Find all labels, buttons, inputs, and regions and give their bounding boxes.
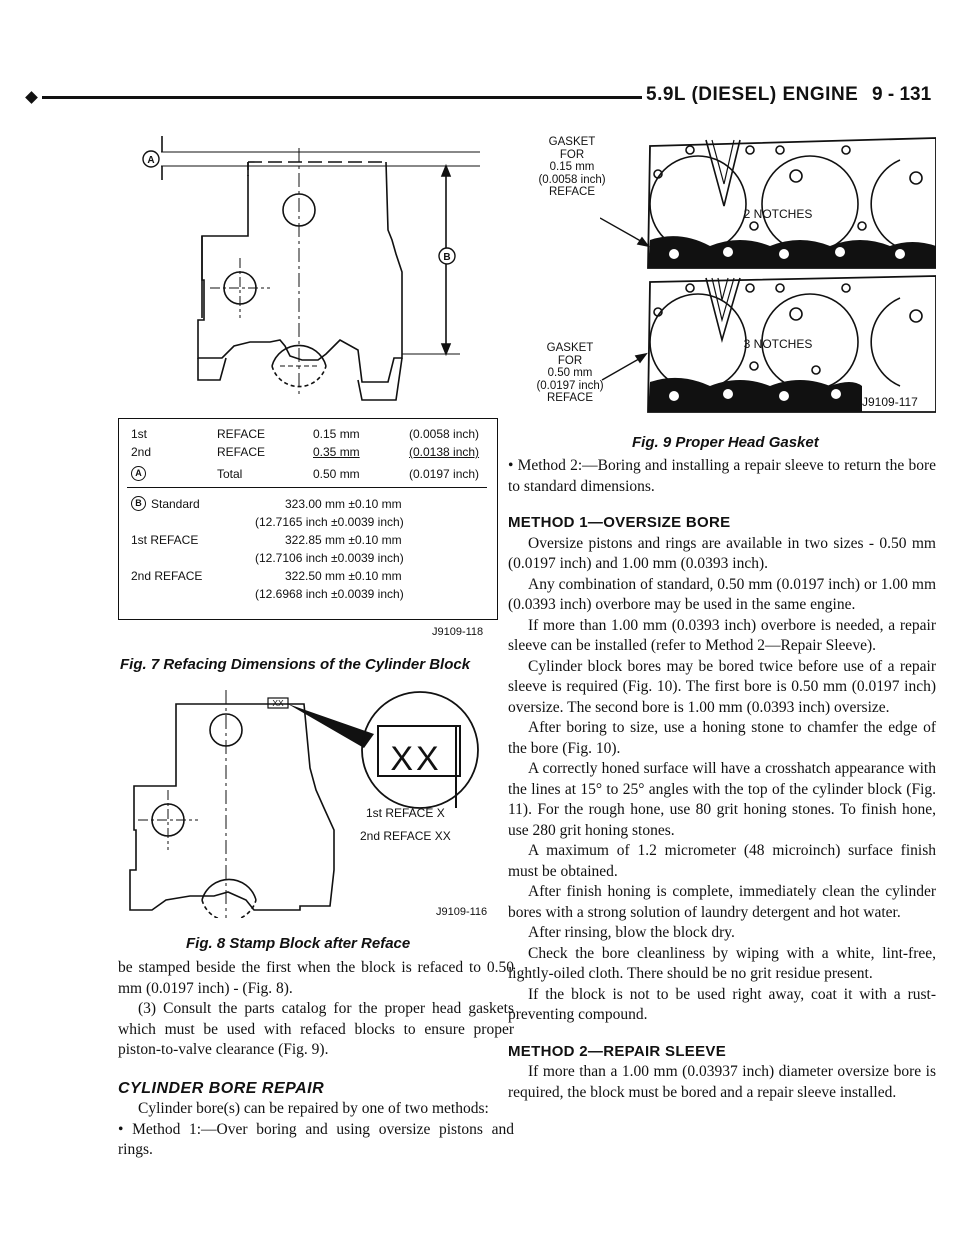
header-title: 5.9L (DIESEL) ENGINE [646, 84, 859, 105]
paragraph: Check the bore cleanliness by wiping wit… [508, 944, 936, 983]
label-line: GASKET [548, 136, 596, 148]
table-cell: 0.35 mm [313, 445, 360, 459]
table-cell: 2nd REFACE [131, 569, 203, 583]
fig8-label-2: 2nd REFACE XX [360, 829, 451, 843]
table-cell: REFACE [217, 445, 266, 459]
table-cell: 2nd [131, 445, 152, 459]
header-rule [42, 96, 642, 99]
fig8-caption: Fig. 8 Stamp Block after Reface [186, 935, 411, 952]
paragraph: be stamped beside the first when the blo… [118, 959, 514, 997]
fig7-caption: Fig. 7 Refacing Dimensions of the Cylind… [120, 656, 471, 673]
paragraph: After rinsing, blow the block dry. [528, 924, 735, 941]
table-cell-circle-a: A [131, 466, 146, 481]
label-line: REFACE [546, 392, 593, 404]
fig8-stamp-small: XX [272, 698, 284, 708]
heading-method-1: METHOD 1—OVERSIZE BORE [508, 514, 731, 531]
fig9-label-bottom: GASKET FOR 0.50 mm (0.0197 inch) REFACE [530, 342, 610, 405]
table-cell: 322.85 mm ±0.10 mm [285, 533, 402, 547]
label-line: (0.0058 inch) [538, 173, 606, 186]
fig8-stamp-large: XX [390, 740, 441, 778]
paragraph: Any combination of standard, 0.50 mm (0.… [508, 575, 936, 614]
paragraph: After finish honing is complete, immedia… [508, 883, 936, 921]
table-cell: (12.6968 inch ±0.0039 inch) [255, 587, 404, 601]
paragraph: Cylinder bore(s) can be repaired by one … [138, 1100, 489, 1117]
table-cell: 0.15 mm [313, 427, 360, 441]
paragraph: If more than a 1.00 mm (0.03937 inch) di… [508, 1063, 936, 1101]
table-cell: (0.0197 inch) [409, 467, 480, 481]
table-cell: (12.7106 inch ±0.0039 inch) [255, 551, 404, 565]
table-cell: 1st REFACE [131, 533, 199, 547]
label-line: (0.0197 inch) [536, 379, 604, 392]
heading-method-2: METHOD 2—REPAIR SLEEVE [508, 1042, 727, 1060]
label-line: FOR [557, 354, 583, 367]
table-cell: Total [217, 467, 243, 481]
paragraph: (3) Consult the parts catalog for the pr… [118, 1000, 514, 1058]
label-line: REFACE [548, 186, 595, 198]
table-cell: 0.50 mm [313, 467, 360, 481]
right-text-column: • Method 2:—Boring and installing a repa… [508, 456, 936, 1103]
fig9-gasket-drawing: 2 NOTCHES 3 NOTCHES [600, 137, 936, 413]
label-line: 0.50 mm [547, 367, 593, 379]
fig7-dimensions-table: 1st REFACE 0.15 mm (0.0058 inch) 2nd REF… [118, 418, 498, 620]
fig8-id: J9109-116 [436, 906, 488, 918]
table-cell: Standard [151, 497, 200, 511]
table-cell: (0.0058 inch) [409, 427, 480, 441]
fig9-notches-top: 2 NOTCHES [744, 207, 813, 221]
fig9-notches-bottom: 3 NOTCHES [744, 337, 813, 351]
header-section-number: 9 - 131 [872, 84, 932, 105]
header-diamond [25, 91, 38, 104]
table-cell: 1st [131, 427, 148, 441]
fig9-label-top: GASKET FOR 0.15 mm (0.0058 inch) REFACE [532, 136, 612, 199]
bullet-item: • Method 2:—Boring and installing a repa… [508, 457, 936, 495]
fig7-label-b: B [443, 252, 450, 263]
fig8-stamp-drawing: XX XX [129, 690, 479, 918]
fig9-id: J9109-117 [862, 395, 918, 409]
paragraph: Cylinder block bores may be bored twice … [508, 657, 936, 716]
label-line: GASKET [546, 342, 594, 354]
table-cell-circle-b: B [131, 496, 146, 511]
label-line: FOR [559, 148, 585, 161]
paragraph: If the block is not to be used right awa… [508, 985, 936, 1024]
left-text-column: be stamped beside the first when the blo… [118, 958, 514, 1161]
paragraph: If more than 1.00 mm (0.0393 inch) overb… [508, 616, 936, 655]
paragraph: Oversize pistons and rings are available… [508, 534, 936, 573]
table-cell: REFACE [217, 427, 266, 441]
fig7-block-drawing: A B [142, 136, 480, 401]
bullet-item: • Method 1:—Over boring and using oversi… [118, 1120, 514, 1159]
table-cell: 322.50 mm ±0.10 mm [285, 569, 402, 583]
label-line: 0.15 mm [549, 161, 595, 173]
heading-cylinder-bore-repair: CYLINDER BORE REPAIR [118, 1079, 325, 1097]
table-cell: (0.0138 inch) [409, 445, 480, 459]
paragraph: A maximum of 1.2 micrometer (48 microinc… [508, 842, 936, 880]
fig8-label-1: 1st REFACE X [366, 806, 445, 820]
fig7-id: J9109-118 [432, 626, 484, 638]
fig9-caption: Fig. 9 Proper Head Gasket [632, 434, 819, 451]
table-cell: 323.00 mm ±0.10 mm [285, 497, 402, 511]
fig7-label-a: A [147, 155, 154, 166]
paragraph: After boring to size, use a honing stone… [508, 719, 936, 757]
table-cell: (12.7165 inch ±0.0039 inch) [255, 515, 404, 529]
table-divider [127, 487, 487, 488]
paragraph: A correctly honed surface will have a cr… [508, 760, 936, 839]
